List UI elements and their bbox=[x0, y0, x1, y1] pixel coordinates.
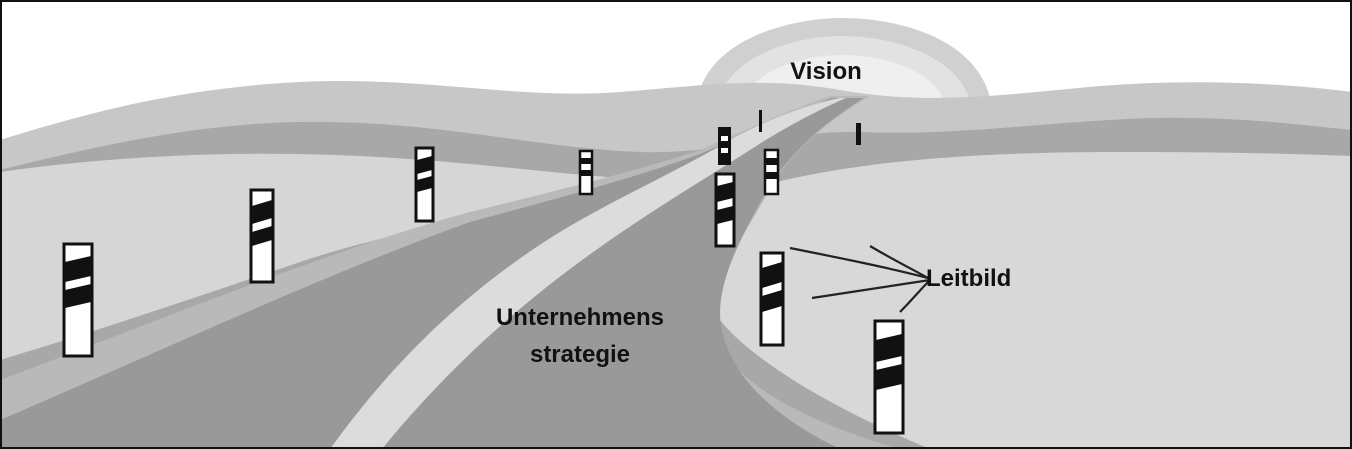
post-3 bbox=[414, 146, 435, 223]
leitbild-label: Leitbild bbox=[926, 265, 1011, 292]
post-1 bbox=[62, 242, 94, 358]
post-9 bbox=[873, 319, 905, 435]
road-center-line bbox=[330, 98, 846, 449]
post-6 bbox=[763, 148, 780, 196]
post-10 bbox=[759, 110, 762, 132]
post-5 bbox=[718, 127, 731, 165]
post-8 bbox=[759, 251, 785, 347]
post-7 bbox=[714, 172, 736, 248]
left-field bbox=[0, 153, 640, 360]
leitbild-arrows bbox=[789, 245, 931, 313]
delineator-posts bbox=[62, 110, 905, 435]
strategy-label-line2: strategie bbox=[530, 341, 630, 368]
post-11 bbox=[856, 123, 861, 145]
right-field bbox=[709, 152, 1352, 449]
strategy-label-line1: Unternehmens bbox=[496, 304, 664, 331]
post-4 bbox=[578, 149, 594, 196]
post-2 bbox=[249, 188, 275, 284]
vision-label: Vision bbox=[790, 58, 862, 85]
